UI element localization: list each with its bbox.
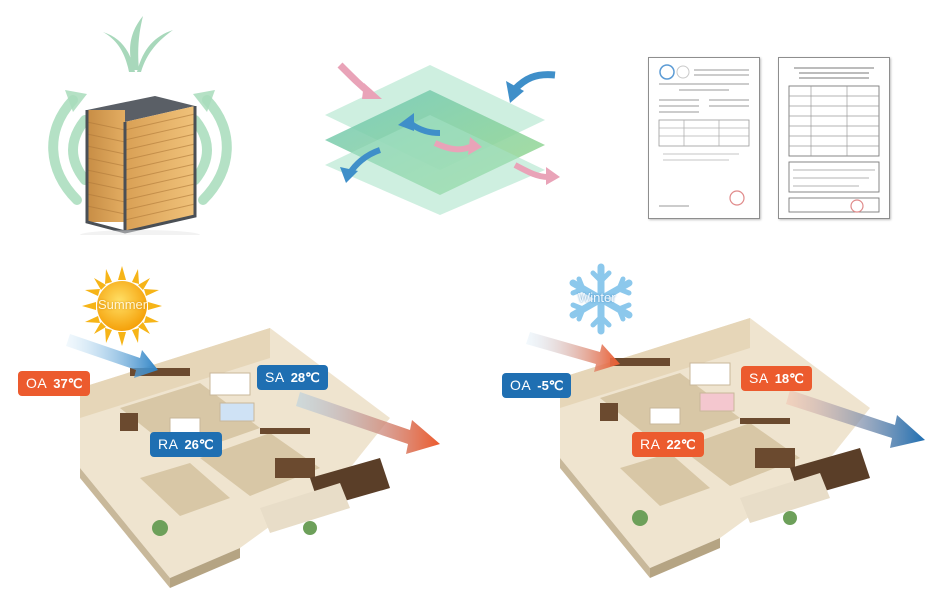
- sun-icon: [82, 266, 162, 346]
- heat-exchanger-core-icon: [48, 16, 232, 235]
- summer-ra-tag: RA 26℃: [150, 432, 222, 457]
- winter-airflow-arrows: [526, 332, 925, 448]
- summer-ra-value: 26℃: [184, 437, 214, 452]
- winter-ra-label: RA: [640, 436, 661, 452]
- summer-sa-label: SA: [265, 369, 285, 385]
- winter-sa-value: 18℃: [774, 371, 804, 386]
- summer-ra-label: RA: [158, 436, 179, 452]
- winter-sa-tag: SA 18℃: [741, 366, 812, 391]
- summer-floorplan: [80, 328, 390, 588]
- summer-sa-value: 28℃: [290, 370, 320, 385]
- certificate-document-2: [778, 57, 890, 219]
- airflow-plates-icon: [325, 62, 560, 215]
- snowflake-icon: [569, 263, 633, 335]
- summer-oa-label: OA: [26, 375, 48, 391]
- summer-airflow-arrows: [66, 334, 440, 454]
- winter-oa-tag: OA -5℃: [502, 373, 572, 398]
- certificate-documents-icon: [658, 64, 750, 207]
- certificate-document-1: [648, 57, 760, 219]
- winter-season-label: Winter: [578, 290, 616, 305]
- summer-oa-value: 37℃: [53, 376, 83, 391]
- summer-sa-tag: SA 28℃: [257, 365, 328, 390]
- summer-season-label: Summer: [98, 297, 148, 312]
- summer-oa-tag: OA 37℃: [18, 371, 91, 396]
- winter-ra-tag: RA 22℃: [632, 432, 704, 457]
- winter-sa-label: SA: [749, 370, 769, 386]
- winter-oa-label: OA: [510, 377, 532, 393]
- winter-oa-value: -5℃: [537, 378, 564, 393]
- winter-ra-value: 22℃: [666, 437, 696, 452]
